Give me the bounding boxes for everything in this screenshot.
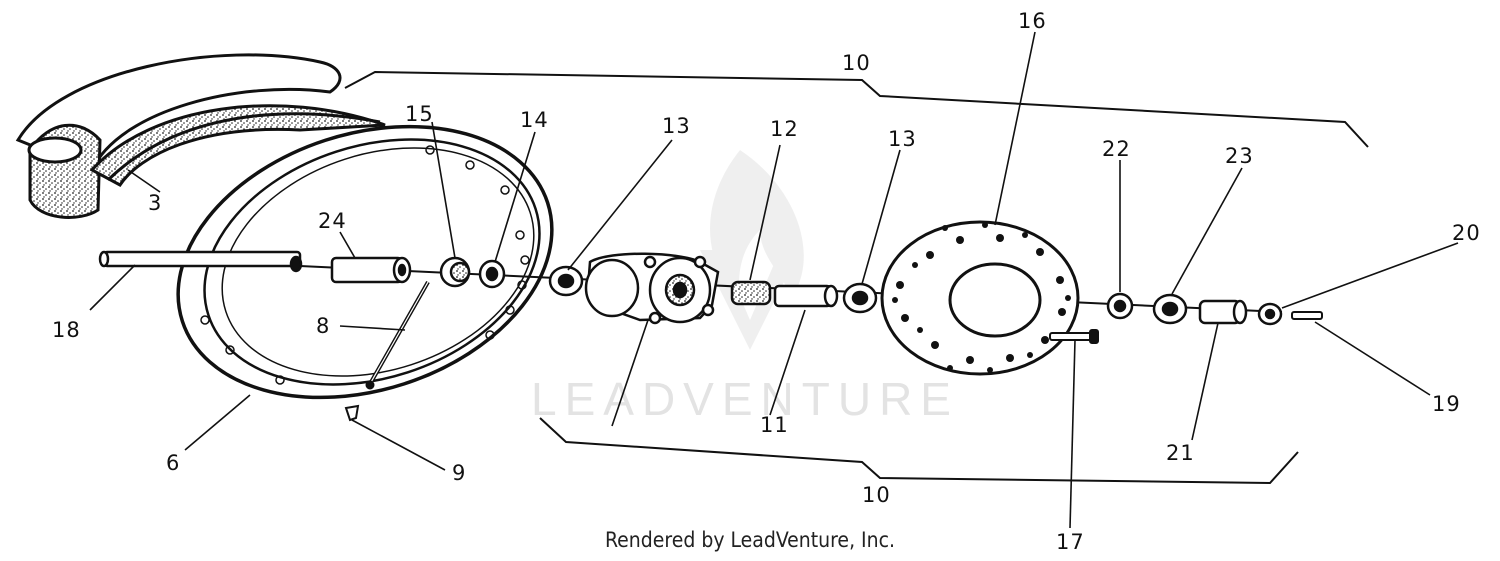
callout-23: 23 [1225,144,1254,168]
spacer [330,256,412,284]
callout-12: 12 [770,117,799,141]
watermark-logo [700,150,804,350]
bearing-left [548,265,584,297]
callout-21: 21 [1166,441,1195,465]
callout-20: 20 [1452,221,1481,245]
callout-10-top: 10 [842,51,871,75]
spoke-nipple [344,404,360,422]
bearing-right [842,282,878,314]
oil-seal [478,259,506,289]
callout-24: 24 [318,209,347,233]
render-credit: Rendered by LeadVenture, Inc. [605,528,895,552]
callout-16: 16 [1018,9,1047,33]
callout-9: 9 [452,461,466,485]
seal-collar [1152,293,1188,325]
callout-18: 18 [52,318,81,342]
wheel-hub [584,252,720,325]
callout-6: 6 [166,451,180,475]
leader-lines [89,31,1459,529]
callout-19: 19 [1432,392,1461,416]
axle-nut [1257,302,1283,326]
callout-13-right: 13 [888,127,917,151]
cotter-pin [1291,311,1323,320]
dust-seal [1106,292,1134,320]
callout-10-bottom: 10 [862,483,891,507]
callout-17: 17 [1056,530,1085,554]
callout-15: 15 [405,102,434,126]
hub-sleeve [773,284,839,308]
assembly-bracket-top [344,70,1369,148]
watermark-text: LEADVENTURE [531,373,959,425]
axle-spacer [1198,299,1248,325]
spoke [365,281,430,390]
callout-11: 11 [760,413,789,437]
wheel-bearing [439,256,471,288]
assembly-bracket-bottom [539,417,1299,485]
distance-collar [730,280,772,306]
tire-section [15,53,386,219]
callout-13-left: 13 [662,114,691,138]
callout-3: 3 [148,191,162,215]
rim [176,124,554,400]
callout-22: 22 [1102,137,1131,161]
callout-14: 14 [520,108,549,132]
brake-disc [880,220,1080,376]
disc-bolt [1049,329,1099,344]
callout-8: 8 [316,314,330,338]
